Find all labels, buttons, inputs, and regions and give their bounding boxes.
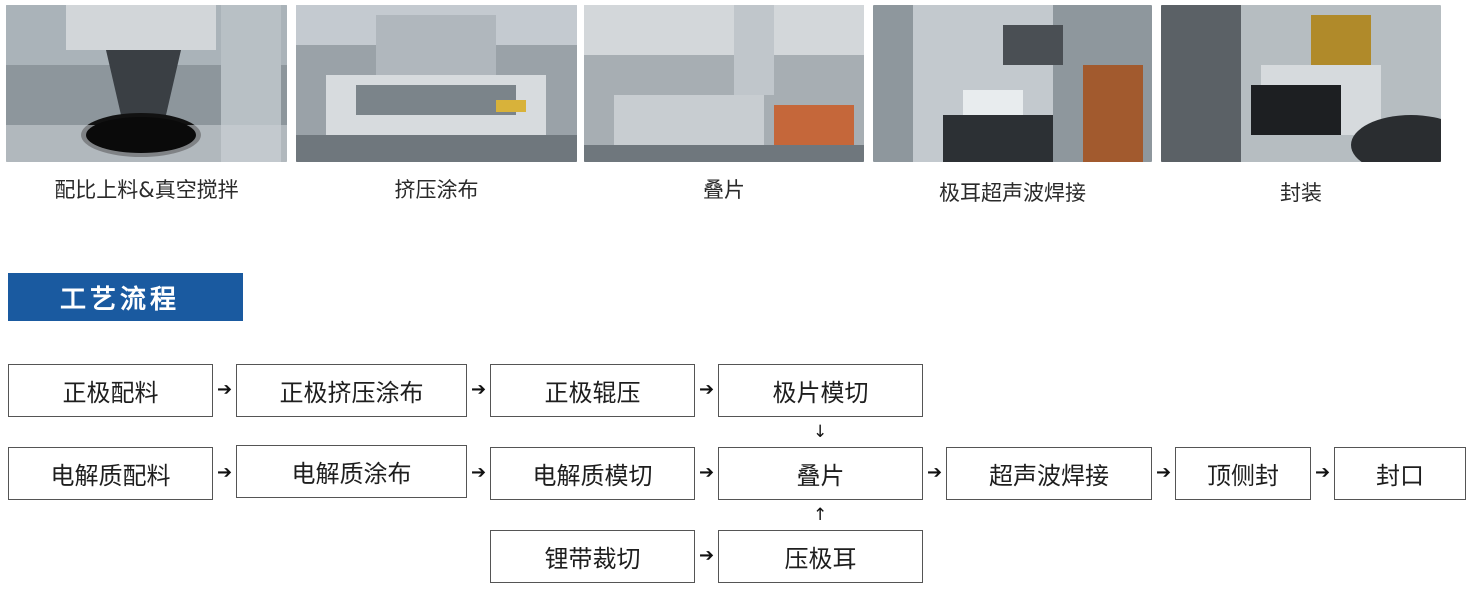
arrow-right-icon: ➔ [1315, 462, 1331, 483]
flow-step: 正极配料 [8, 364, 213, 417]
arrow-right-icon: ➔ [1156, 462, 1172, 483]
photo-caption: 挤压涂布 [394, 178, 479, 202]
arrow-right-icon: ➔ [699, 379, 715, 400]
arrow-right-icon: ➔ [699, 545, 715, 566]
flow-step: 极片模切 [718, 364, 923, 417]
photo-caption: 封装 [1280, 181, 1322, 205]
flow-step: 压极耳 [718, 530, 923, 583]
photo-stacking [584, 5, 864, 162]
flow-step: 叠片 [718, 447, 923, 500]
flow-step: 封口 [1334, 447, 1466, 500]
arrow-up-icon: ↑ [813, 505, 828, 525]
flow-step: 正极辊压 [490, 364, 695, 417]
photo-packaging [1161, 5, 1441, 162]
flow-step: 正极挤压涂布 [236, 364, 467, 417]
section-title: 工艺流程 [8, 273, 243, 321]
flow-step: 锂带裁切 [490, 530, 695, 583]
arrow-down-icon: ↓ [813, 422, 828, 442]
arrow-right-icon: ➔ [217, 462, 233, 483]
flow-step: 超声波焊接 [946, 447, 1152, 500]
photo-coater [296, 5, 577, 162]
arrow-right-icon: ➔ [699, 462, 715, 483]
flow-step: 电解质涂布 [236, 445, 467, 498]
photo-welder [873, 5, 1152, 162]
arrow-right-icon: ➔ [217, 379, 233, 400]
arrow-right-icon: ➔ [471, 379, 487, 400]
arrow-right-icon: ➔ [471, 462, 487, 483]
photo-caption: 叠片 [703, 178, 745, 202]
photo-caption: 配比上料&真空搅拌 [54, 178, 239, 202]
photo-mixer [6, 5, 287, 162]
photo-caption: 极耳超声波焊接 [939, 181, 1086, 205]
flow-step: 电解质模切 [490, 447, 695, 500]
arrow-right-icon: ➔ [927, 462, 943, 483]
flow-step: 顶侧封 [1175, 447, 1311, 500]
flow-step: 电解质配料 [8, 447, 213, 500]
